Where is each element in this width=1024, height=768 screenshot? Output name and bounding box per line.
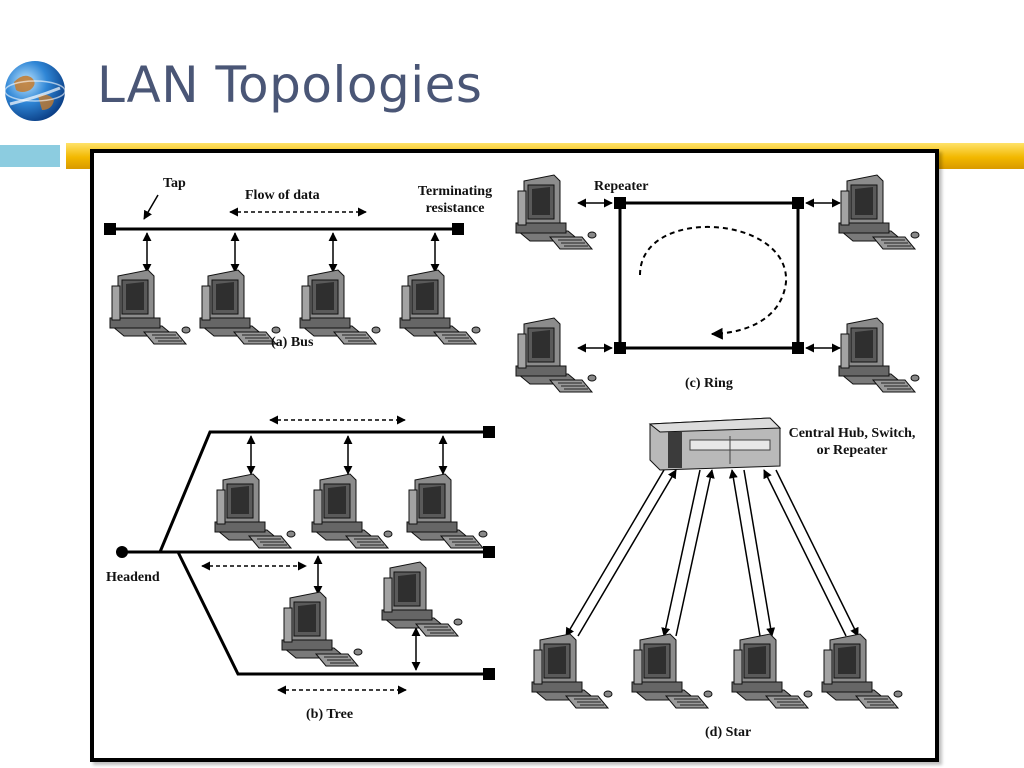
star-hub-label-2: or Repeater [817,443,888,458]
ring-repeater-label: Repeater [594,179,648,194]
ring-caption: (c) Ring [685,376,733,391]
bus-terminating-label-2: resistance [426,201,485,216]
bus-topology: Tap Flow of data Terminating resistance … [104,176,492,350]
tree-headend-label: Headend [106,570,160,585]
bus-terminating-label-1: Terminating [418,184,492,199]
slide-title: LAN Topologies [97,56,483,114]
star-caption: (d) Star [705,725,751,740]
central-hub-icon [648,417,782,471]
star-hub-label-1: Central Hub, Switch, [789,426,916,441]
accent-bar-blue [0,145,60,167]
tree-caption: (b) Tree [306,707,353,722]
globe-logo-icon [4,61,66,121]
bus-flow-label: Flow of data [245,188,320,203]
bus-tap-label: Tap [163,176,186,191]
star-topology: Central Hub, Switch, or Repeater (d) Sta… [531,417,916,740]
bus-caption: (a) Bus [271,335,314,350]
ring-topology: Repeater (c) Ring [515,174,920,393]
tree-topology: Headend (b) Tree [106,415,495,722]
